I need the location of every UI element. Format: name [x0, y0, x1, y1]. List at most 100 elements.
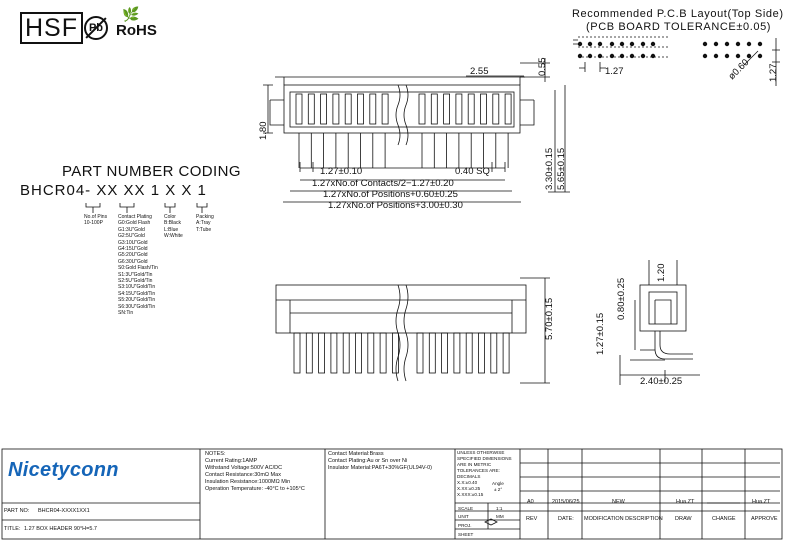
pcb-hole-dot [735, 41, 741, 47]
pin-slot [344, 93, 352, 125]
pcb-hole-dot [724, 41, 730, 47]
pin-lead-front [355, 332, 362, 374]
pin-slot [492, 93, 500, 125]
dim-pitch: 1.27±0.10 [320, 166, 362, 177]
pcb-hole-dot [577, 41, 583, 47]
pin-lead-front [305, 332, 313, 374]
pcb-pitch-x: 1.27 [605, 66, 624, 77]
pin-slot [480, 93, 487, 125]
pin-lead-front [330, 332, 338, 374]
pin-slot [357, 93, 364, 125]
dim-2-40: 2.40±0.25 [640, 376, 682, 387]
pin-slot [320, 93, 328, 125]
pin-lead-front [502, 332, 510, 374]
part-coding-title: PART NUMBER CODING [62, 163, 241, 180]
pcb-hole-dot [640, 53, 646, 59]
angle-label: Angle [492, 481, 504, 486]
pcb-hole-dot [757, 41, 763, 47]
pcb-hole-dot [735, 53, 741, 59]
pcb-tolerance: (PCB BOARD TOLERANCE±0.05) [586, 21, 772, 33]
rev-date: 2015/06/25 [552, 499, 580, 505]
rev-draw: Hua.ZT [676, 499, 695, 505]
pin-slot [307, 93, 315, 125]
pin-slot [504, 93, 512, 125]
part-no-label: PART NO: [4, 508, 30, 514]
pin-slot [295, 93, 303, 125]
pin-slot [443, 93, 451, 125]
unit-label: UNIT [458, 514, 469, 519]
dim-1-27-side: 1.27±0.15 [595, 313, 606, 355]
pin-slot [430, 93, 438, 125]
pin-lead-front [293, 332, 301, 374]
dim-0-55: 0.55 [537, 58, 548, 77]
rev-header-approve: APPROVE [751, 516, 778, 522]
unit-value: MM [496, 514, 504, 519]
pcb-hole-dot [650, 41, 656, 47]
pcb-hole-dot [640, 41, 646, 47]
pcb-layout-title: Recommended P.C.B Layout(Top Side) [572, 8, 784, 20]
dim-sq: 0.40 SQ [455, 166, 490, 177]
pcb-hole-dot [629, 41, 635, 47]
pcb-hole-dot [619, 53, 625, 59]
pin-lead-front [453, 332, 461, 374]
pcb-hole-dot [724, 53, 730, 59]
rev-header-rev: REV [526, 516, 538, 522]
pcb-hole-dot [702, 41, 708, 47]
pin-lead-front [428, 332, 436, 374]
title-label: TITLE: [4, 526, 21, 532]
sheet-label: SHEET [458, 532, 474, 537]
pin-lead-front [465, 332, 473, 374]
rev-header-desc: MODIFICATION DESCRIPTION [584, 516, 663, 522]
pcb-hole-dot [702, 53, 708, 59]
pcb-hole-dot [746, 41, 752, 47]
pin-slot [455, 93, 463, 125]
pcb-hole-dot [746, 53, 752, 59]
leaf-icon: 🌿 [122, 6, 140, 22]
pcb-hole-dot [597, 41, 603, 47]
pin-lead-front [342, 332, 350, 374]
pin-slot [467, 93, 475, 125]
pcb-hole-dot [609, 53, 615, 59]
pcb-hole-dot [597, 53, 603, 59]
pin-slot [332, 93, 340, 125]
pcb-hole-dot [587, 53, 593, 59]
rev-approve: Hua.ZT [752, 499, 771, 505]
pcb-hole-dot [577, 53, 583, 59]
pcb-hole-dot [757, 53, 763, 59]
dim-5-70: 5.70±0.15 [544, 298, 555, 340]
pcb-hole-dot [650, 53, 656, 59]
rev-header-draw: DRAW [675, 516, 692, 522]
scale-value: 1:1 [496, 506, 503, 511]
rev-header-change: CHANGE [712, 516, 736, 522]
pin-lead-front [318, 332, 326, 374]
pin-lead-front [367, 332, 375, 374]
pcb-hole-dot [713, 53, 719, 59]
hsf-logo: HSF [20, 12, 83, 44]
pcb-hole-dot [609, 41, 615, 47]
dim-h2: 5.65±0.15 [556, 148, 567, 190]
pcb-hole-dot [629, 53, 635, 59]
pcb-hole-dot [713, 41, 719, 47]
pin-lead-front [379, 332, 387, 374]
pin-lead-front [391, 332, 399, 374]
dim-positions-300: 1.27xNo.of Positions+3.00±0.30 [328, 200, 463, 211]
scale-label: SCALE [458, 506, 474, 511]
company-logo: Nicetyconn [8, 459, 119, 481]
pin-lead-front [441, 332, 449, 374]
pin-slot [381, 93, 389, 125]
dim-2-55: 2.55 [470, 66, 489, 77]
rev-header-date: DATE: [558, 516, 574, 522]
pcb-hole-dot [587, 41, 593, 47]
part-code: BHCR04- XX XX 1 X X 1 [20, 182, 207, 199]
dim-1-80: 1.80 [258, 122, 269, 141]
pin-lead-front [490, 332, 498, 374]
pcb-hole-dot [619, 41, 625, 47]
